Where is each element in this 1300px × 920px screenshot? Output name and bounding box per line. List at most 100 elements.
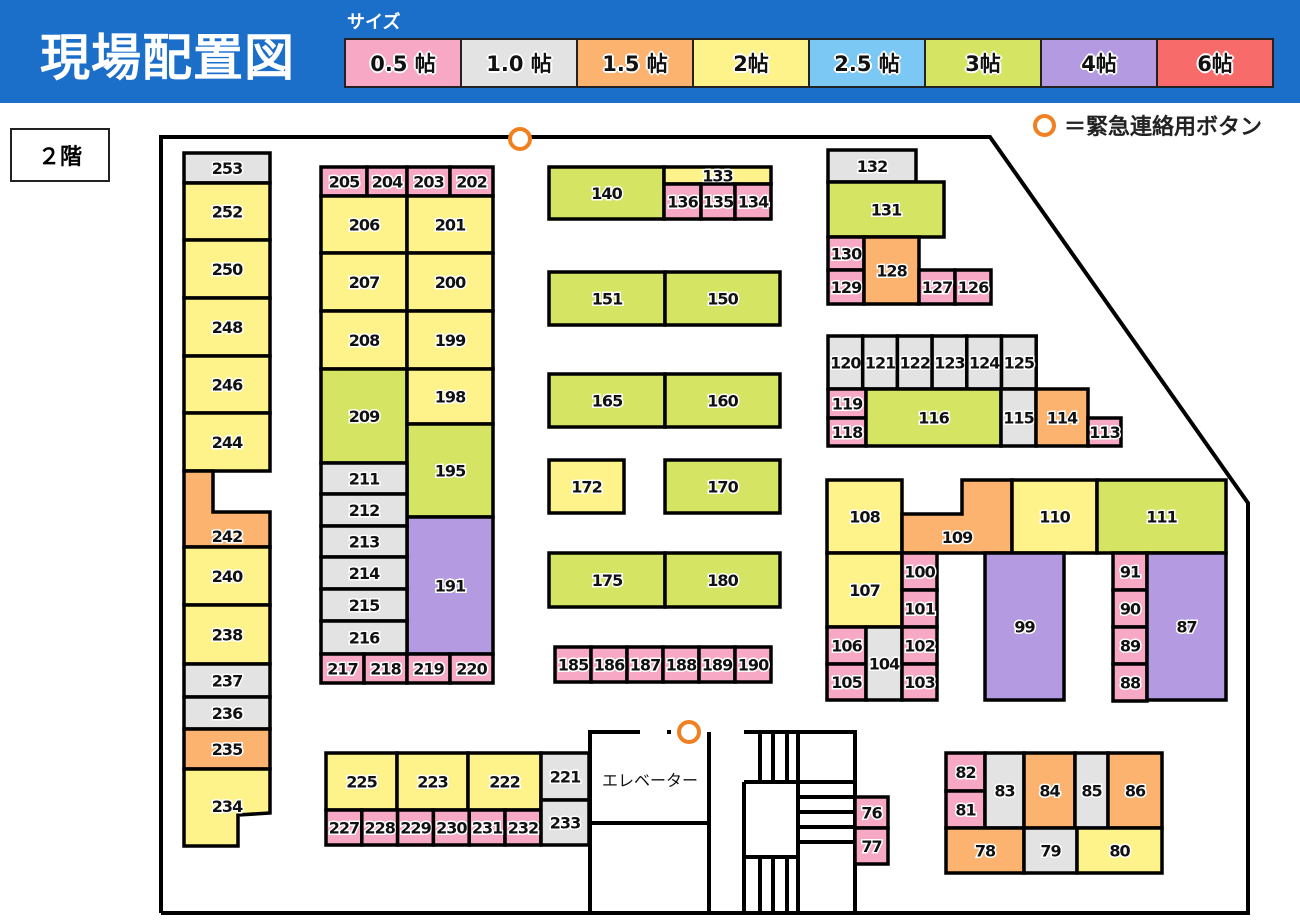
unit-shape (547, 551, 667, 609)
emergency-button-icon[interactable] (508, 127, 532, 151)
unit-shape (589, 645, 629, 684)
unit-shape (999, 387, 1038, 448)
unit-number: 84 (1039, 782, 1060, 801)
unit-121: 121 (860, 334, 900, 391)
unit-number: 225 (346, 773, 377, 792)
unit-number: 80 (1109, 842, 1130, 861)
unit-number: 229 (400, 819, 431, 838)
unit-123: 123 (930, 334, 969, 391)
unit-shape (182, 545, 272, 607)
unit-shape (182, 296, 272, 358)
unit-number: 213 (349, 533, 379, 552)
unit-132: 132 (826, 148, 918, 184)
unit-number: 111 (1146, 508, 1177, 527)
unit-81: 81 (944, 789, 987, 830)
unit-134: 134 (733, 182, 773, 221)
unit-number: 190 (738, 656, 769, 675)
unit-number: 186 (594, 656, 625, 675)
unit-119: 119 (826, 387, 868, 420)
unit-150: 150 (663, 270, 782, 327)
unit-222: 222 (466, 751, 543, 812)
legend-size-2: 2帖 (694, 40, 810, 86)
unit-246: 246 (182, 354, 272, 415)
unit-84: 84 (1022, 751, 1077, 830)
unit-shape (395, 808, 436, 847)
unit-number: 78 (975, 842, 996, 861)
unit-number: 175 (592, 571, 623, 590)
unit-number: 76 (861, 804, 882, 823)
unit-83: 83 (983, 751, 1026, 830)
unit-217: 217 (319, 652, 366, 685)
unit-230: 230 (431, 808, 471, 847)
unit-shape (547, 165, 666, 221)
unit-number: 106 (831, 637, 862, 656)
unit-number: 253 (212, 159, 242, 178)
unit-number: 114 (1047, 409, 1078, 428)
unit-shape (319, 309, 409, 371)
unit-number: 131 (871, 201, 902, 220)
unit-number: 240 (212, 567, 243, 586)
unit-number: 81 (955, 801, 976, 820)
unit-shape (182, 662, 272, 699)
unit-number: 129 (831, 278, 862, 297)
unit-number: 135 (703, 193, 734, 212)
unit-shape (539, 798, 591, 847)
legend-size-4: 4帖 (1042, 40, 1158, 86)
unit-90: 90 (1111, 588, 1149, 629)
unit-number: 212 (349, 501, 379, 520)
unit-shape (699, 182, 737, 221)
unit-number: 199 (435, 331, 466, 350)
unit-shape (944, 826, 1026, 875)
unit-number: 216 (349, 629, 380, 648)
emergency-button-legend: ＝緊急連絡用ボタン (1033, 109, 1262, 141)
unit-237: 237 (182, 662, 272, 699)
unit-79: 79 (1022, 826, 1079, 875)
unit-shape (900, 662, 939, 702)
unit-122: 122 (895, 334, 934, 391)
unit-number: 237 (212, 672, 242, 691)
unit-shape (547, 270, 667, 327)
unit-165: 165 (547, 372, 667, 429)
unit-136: 136 (662, 182, 703, 221)
unit-number: 120 (830, 354, 861, 373)
unit-187: 187 (625, 645, 665, 684)
unit-number: 151 (592, 290, 623, 309)
unit-shape (395, 751, 470, 812)
unit-225: 225 (324, 751, 399, 812)
unit-number: 244 (212, 433, 243, 452)
unit-233: 233 (539, 798, 591, 847)
unit-number: 90 (1120, 600, 1141, 619)
unit-212: 212 (319, 492, 409, 528)
outer-wall (159, 135, 1250, 915)
unit-shape (448, 652, 495, 685)
unit-number: 91 (1120, 563, 1141, 582)
unit-120: 120 (826, 334, 865, 391)
unit-shape (900, 551, 939, 592)
unit-135: 135 (699, 182, 737, 221)
size-legend-label: サイズ (347, 12, 401, 33)
unit-195: 195 (405, 422, 495, 519)
unit-110: 110 (1010, 478, 1099, 555)
unit-number: 102 (904, 637, 934, 656)
unit-107: 107 (825, 551, 904, 629)
unit-204: 204 (365, 165, 409, 198)
unit-shape (862, 235, 921, 306)
unit-number: 191 (435, 577, 466, 596)
unit-shape (853, 826, 890, 866)
unit-shape (733, 645, 773, 684)
unit-shape (825, 625, 868, 666)
unit-253: 253 (182, 151, 272, 185)
unit-number: 220 (456, 660, 487, 679)
unit-201: 201 (405, 194, 495, 255)
unit-number: 242 (212, 527, 242, 546)
unit-number: 122 (900, 354, 930, 373)
unit-131: 131 (826, 180, 946, 239)
unit-108: 108 (825, 478, 904, 555)
unit-shape (825, 662, 868, 702)
unit-number: 201 (435, 216, 466, 235)
unit-number: 115 (1003, 409, 1034, 428)
unit-shape (405, 251, 495, 313)
unit-128: 128 (862, 235, 921, 306)
unit-shape (182, 238, 272, 300)
emergency-button-icon[interactable] (677, 720, 701, 744)
